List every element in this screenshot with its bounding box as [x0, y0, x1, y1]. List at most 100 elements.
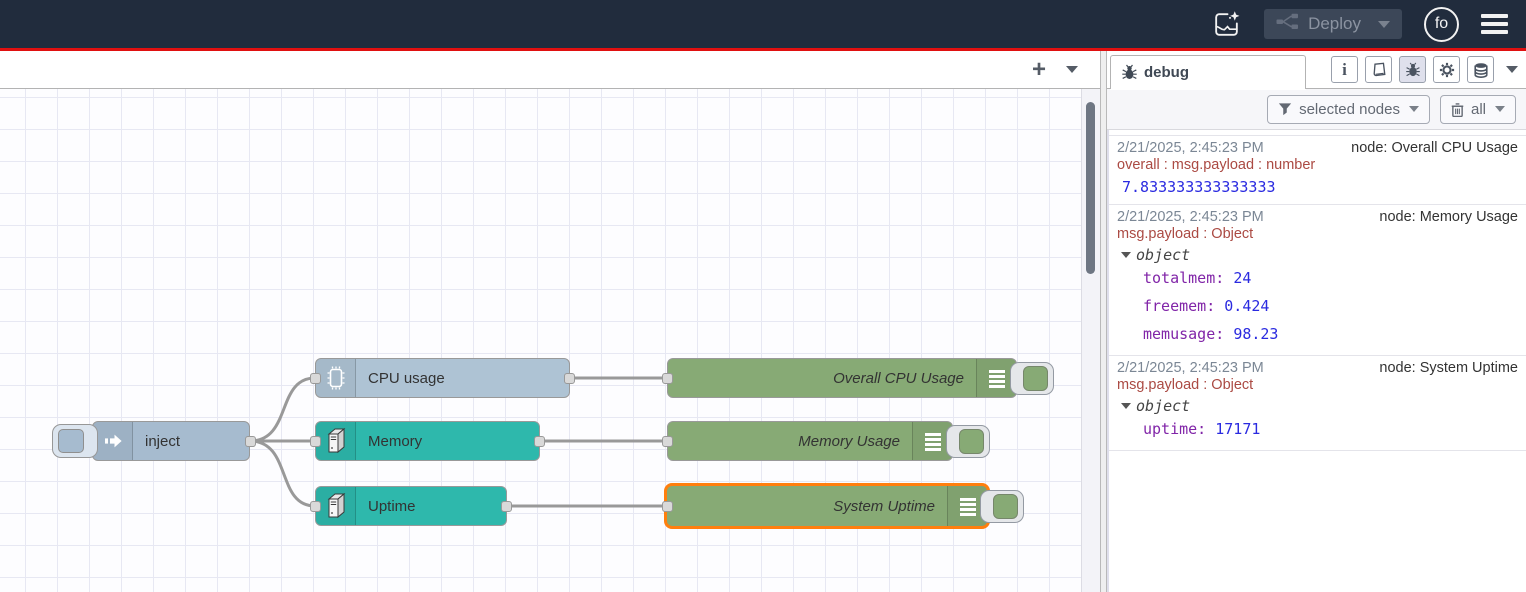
- header-accent-line: [0, 48, 1526, 51]
- help-tab-button[interactable]: [1365, 56, 1392, 83]
- node-label: CPU usage: [368, 369, 445, 387]
- inject-trigger-button[interactable]: [52, 424, 98, 458]
- message-timestamp: 2/21/2025, 2:45:23 PM: [1117, 360, 1264, 376]
- collapse-caret-icon: [1121, 252, 1131, 258]
- debug-message[interactable]: 2/21/2025, 2:45:23 PM node: Memory Usage…: [1109, 205, 1526, 356]
- filter-nodes-button[interactable]: selected nodes: [1267, 94, 1430, 124]
- property-key: freemem:: [1143, 297, 1216, 315]
- canvas-vertical-scrollbar[interactable]: [1081, 89, 1100, 592]
- add-flow-button[interactable]: +: [1031, 55, 1046, 83]
- node-uptime[interactable]: Uptime: [315, 486, 507, 526]
- node-label: Memory: [368, 432, 423, 450]
- app-header: Deploy fo: [0, 0, 1526, 48]
- config-nodes-tab-button[interactable]: [1433, 56, 1460, 83]
- property-value: 17171: [1215, 420, 1261, 438]
- property-key: memusage:: [1143, 325, 1225, 343]
- node-cpu-usage[interactable]: CPU usage: [315, 358, 570, 398]
- context-data-tab-button[interactable]: [1467, 56, 1494, 83]
- message-timestamp: 2/21/2025, 2:45:23 PM: [1117, 209, 1264, 225]
- workspace-tabbar: +: [0, 51, 1100, 89]
- collapse-caret-icon: [1121, 403, 1131, 409]
- debug-list-icon: [976, 359, 1016, 397]
- message-meta: overall : msg.payload : number: [1117, 157, 1316, 173]
- debug-toggle-button[interactable]: [1010, 362, 1054, 395]
- node-label: Memory Usage: [798, 432, 900, 450]
- filter-button-label: selected nodes: [1299, 100, 1400, 118]
- info-icon: i: [1342, 59, 1347, 79]
- clear-caret-icon: [1495, 106, 1505, 112]
- ai-assistant-icon[interactable]: [1211, 9, 1242, 40]
- deploy-button[interactable]: Deploy: [1264, 9, 1402, 39]
- message-payload-value: 7.833333333333333: [1122, 178, 1276, 196]
- property-key: totalmem:: [1143, 269, 1225, 287]
- input-port[interactable]: [310, 373, 321, 384]
- tab-debug[interactable]: debug: [1110, 55, 1306, 89]
- message-timestamp: 2/21/2025, 2:45:23 PM: [1117, 140, 1264, 156]
- node-memory-usage[interactable]: Memory Usage: [667, 421, 953, 461]
- bug-icon: [1122, 64, 1137, 79]
- server-tower-icon: [316, 487, 356, 525]
- node-inject[interactable]: inject: [92, 421, 250, 461]
- wire[interactable]: [248, 439, 317, 508]
- wire-layer: [248, 376, 669, 508]
- node-memory[interactable]: Memory: [315, 421, 540, 461]
- cpu-chip-icon: [316, 359, 356, 397]
- scrollbar-thumb[interactable]: [1086, 102, 1095, 274]
- input-port[interactable]: [662, 501, 673, 512]
- book-icon: [1373, 62, 1386, 76]
- debug-toggle-button[interactable]: [980, 490, 1024, 523]
- server-tower-icon: [316, 422, 356, 460]
- output-port[interactable]: [534, 436, 545, 447]
- property-value: 98.23: [1233, 325, 1279, 343]
- sidebar-resizer[interactable]: [1100, 51, 1107, 592]
- tab-debug-label: debug: [1144, 64, 1189, 81]
- message-node-name: node: Overall CPU Usage: [1351, 140, 1518, 156]
- deploy-options-caret-icon[interactable]: [1378, 20, 1390, 28]
- debug-message-list: 2/21/2025, 2:45:23 PM node: Overall CPU …: [1107, 130, 1526, 592]
- filter-caret-icon: [1408, 106, 1419, 112]
- user-avatar[interactable]: fo: [1424, 6, 1459, 42]
- flow-canvas[interactable]: inject CPU usage: [0, 89, 1100, 592]
- object-expander[interactable]: object: [1117, 242, 1518, 264]
- debug-toolbar: selected nodes all: [1107, 89, 1526, 130]
- output-port[interactable]: [245, 436, 256, 447]
- object-property: freemem: 0.424: [1117, 292, 1518, 320]
- output-port[interactable]: [564, 373, 575, 384]
- node-label: Overall CPU Usage: [833, 369, 964, 387]
- clear-messages-button[interactable]: all: [1439, 94, 1516, 124]
- input-port[interactable]: [310, 436, 321, 447]
- object-label: object: [1136, 397, 1191, 415]
- node-overall-cpu-usage[interactable]: Overall CPU Usage: [667, 358, 1017, 398]
- sidebar-tabbar: debug i: [1107, 51, 1526, 89]
- bug-icon: [1405, 62, 1420, 76]
- object-expander[interactable]: object: [1117, 393, 1518, 415]
- input-port[interactable]: [662, 436, 673, 447]
- inject-arrow-icon: [93, 422, 133, 460]
- node-label: System Uptime: [833, 497, 935, 515]
- debug-message[interactable]: 2/21/2025, 2:45:23 PM node: System Uptim…: [1109, 356, 1526, 451]
- clear-button-label: all: [1470, 100, 1486, 118]
- sidebar-options-caret-icon[interactable]: [1506, 66, 1518, 73]
- output-port[interactable]: [501, 501, 512, 512]
- input-port[interactable]: [310, 501, 321, 512]
- message-node-name: node: System Uptime: [1379, 360, 1518, 376]
- debug-message[interactable]: 2/21/2025, 2:45:23 PM node: Overall CPU …: [1109, 135, 1526, 205]
- debug-toggle-button[interactable]: [946, 425, 990, 458]
- gear-icon: [1439, 62, 1454, 77]
- main-menu-icon[interactable]: [1481, 14, 1508, 34]
- debug-tab-button[interactable]: [1399, 56, 1426, 83]
- info-tab-button[interactable]: i: [1331, 56, 1358, 83]
- deploy-label: Deploy: [1308, 14, 1361, 33]
- property-key: uptime:: [1143, 420, 1207, 438]
- message-meta: msg.payload : Object: [1117, 226, 1254, 242]
- deploy-nodes-icon: [1276, 13, 1299, 35]
- object-label: object: [1136, 246, 1191, 264]
- flow-list-caret-icon[interactable]: [1066, 66, 1078, 73]
- database-icon: [1473, 62, 1488, 78]
- debug-list-icon: [912, 422, 952, 460]
- wire[interactable]: [248, 376, 317, 443]
- input-port[interactable]: [662, 373, 673, 384]
- debug-sidebar: debug i: [1107, 51, 1526, 592]
- node-system-uptime[interactable]: System Uptime: [664, 483, 990, 529]
- filter-funnel-icon: [1278, 103, 1292, 116]
